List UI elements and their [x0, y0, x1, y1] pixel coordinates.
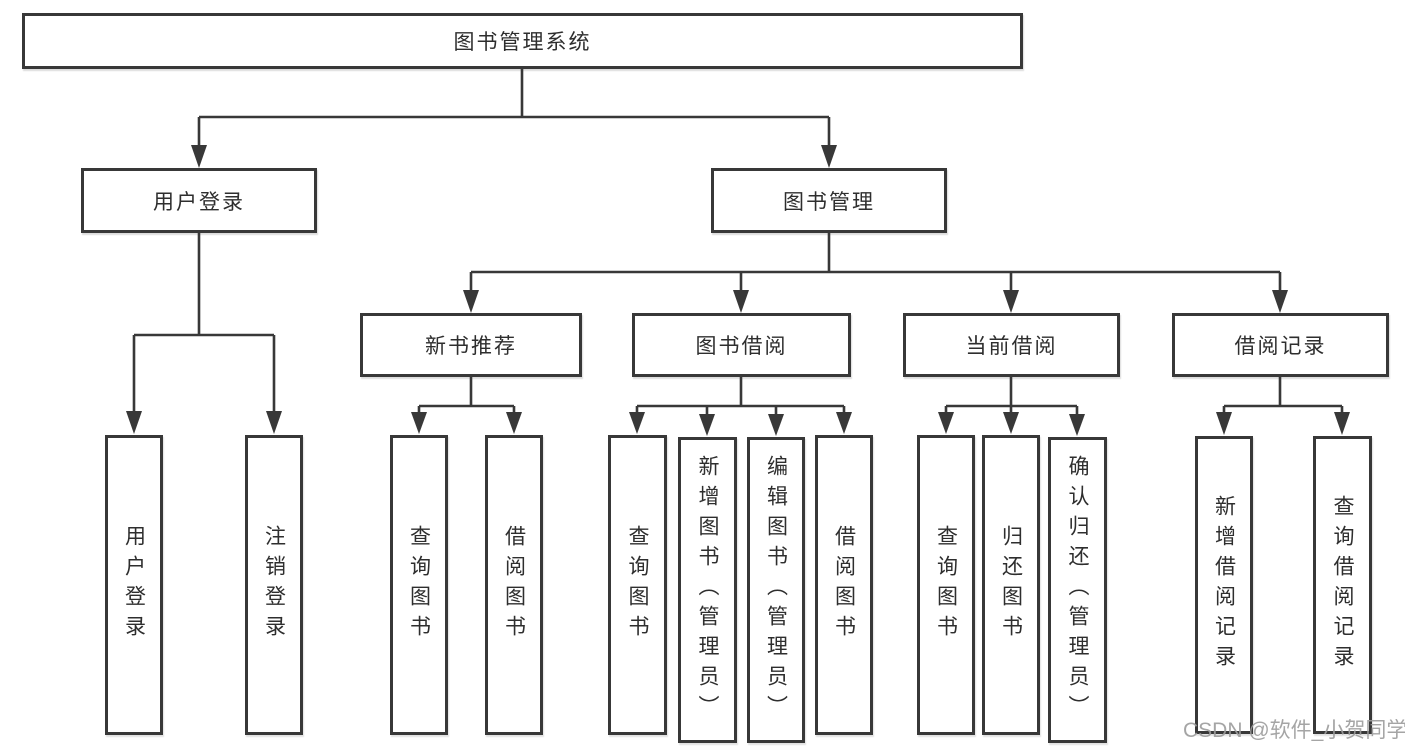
node-borrowing-records: 借阅记录 [1172, 313, 1389, 377]
leaf-borrowing-borrow-books-label: 借阅图书 [832, 525, 856, 645]
leaf-add-books-admin-label: 新增图书（管理员） [696, 455, 719, 725]
leaf-return-books: 归还图书 [982, 435, 1040, 735]
leaf-recommend-borrow-books: 借阅图书 [485, 435, 543, 735]
node-borrowing-records-label: 借阅记录 [1234, 335, 1327, 358]
leaf-add-borrow-record: 新增借阅记录 [1195, 436, 1253, 734]
leaf-current-query-books-label: 查询图书 [934, 525, 958, 645]
leaf-user-login-label: 用户登录 [122, 525, 146, 645]
node-current-borrowing-label: 当前借阅 [965, 335, 1058, 358]
leaf-query-borrow-record-label: 查询借阅记录 [1331, 495, 1354, 675]
node-book-borrowing-label: 图书借阅 [695, 335, 788, 358]
node-user-login: 用户登录 [81, 168, 317, 233]
leaf-logout-login: 注销登录 [245, 435, 303, 735]
leaf-recommend-borrow-books-label: 借阅图书 [502, 525, 526, 645]
node-user-login-label: 用户登录 [153, 190, 245, 214]
leaf-current-query-books: 查询图书 [917, 435, 975, 735]
leaf-confirm-return-admin: 确认归还（管理员） [1048, 437, 1107, 743]
leaf-recommend-query-books: 查询图书 [390, 435, 448, 735]
node-book-management: 图书管理 [711, 168, 947, 233]
node-new-book-recommendation: 新书推荐 [360, 313, 582, 377]
node-book-borrowing: 图书借阅 [632, 313, 851, 377]
leaf-user-login: 用户登录 [105, 435, 163, 735]
leaf-confirm-return-admin-label: 确认归还（管理员） [1066, 455, 1089, 725]
leaf-return-books-label: 归还图书 [999, 525, 1023, 645]
node-current-borrowing: 当前借阅 [903, 313, 1120, 377]
leaf-logout-login-label: 注销登录 [262, 525, 286, 645]
leaf-borrowing-query-books: 查询图书 [608, 435, 667, 735]
node-library-management-system: 图书管理系统 [22, 13, 1023, 69]
leaf-edit-books-admin: 编辑图书（管理员） [747, 437, 805, 743]
leaf-add-borrow-record-label: 新增借阅记录 [1212, 495, 1236, 675]
watermark: CSDN @软件_小贺同学 [1183, 719, 1405, 742]
leaf-edit-books-admin-label: 编辑图书（管理员） [764, 455, 788, 725]
leaf-borrowing-query-books-label: 查询图书 [626, 525, 649, 645]
node-new-book-recommendation-label: 新书推荐 [425, 335, 517, 358]
leaf-add-books-admin: 新增图书（管理员） [678, 437, 737, 743]
node-book-management-label: 图书管理 [783, 190, 875, 214]
node-library-management-system-label: 图书管理系统 [453, 31, 592, 54]
leaf-recommend-query-books-label: 查询图书 [407, 525, 431, 645]
leaf-borrowing-borrow-books: 借阅图书 [815, 435, 873, 735]
leaf-query-borrow-record: 查询借阅记录 [1313, 436, 1372, 734]
